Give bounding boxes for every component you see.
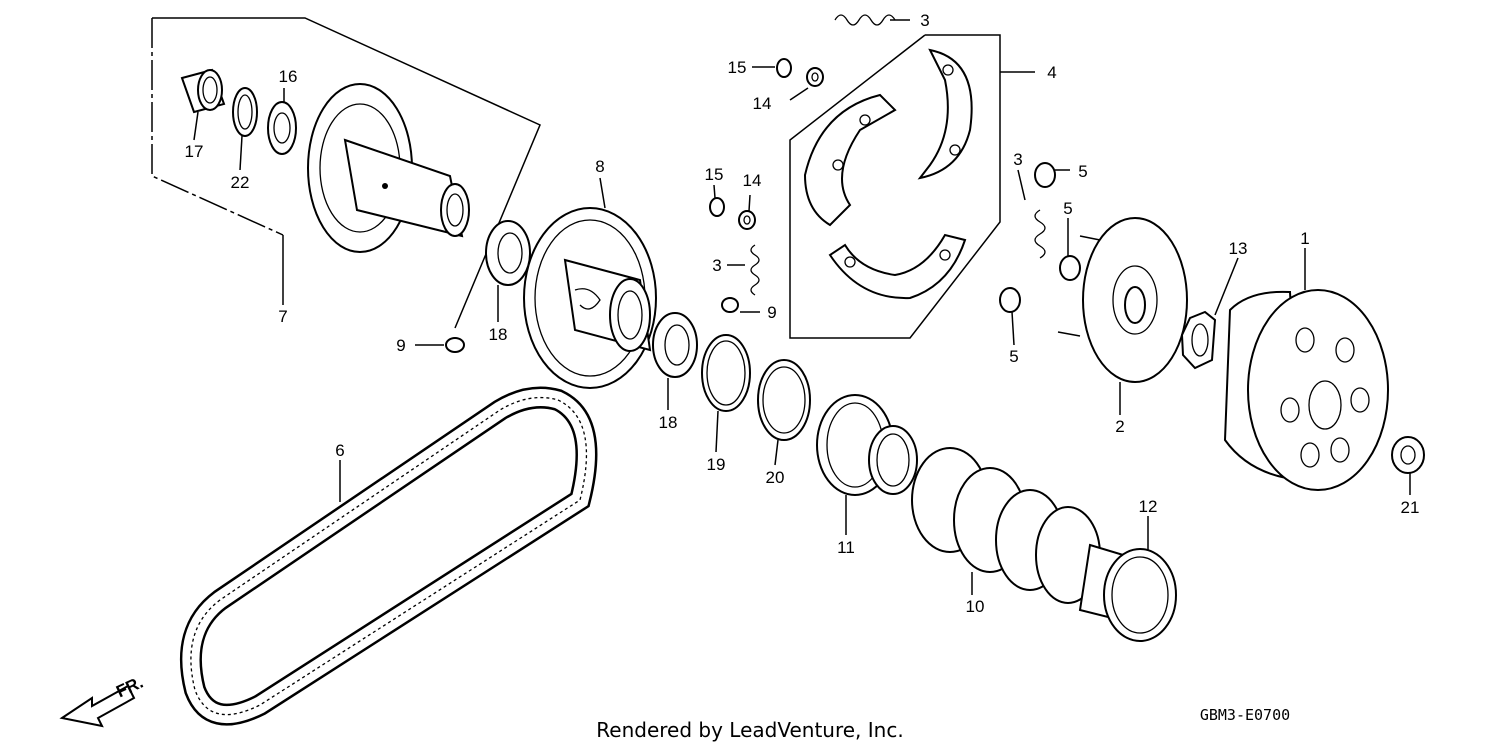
- clip-15-middle: [709, 184, 725, 217]
- callout-3-top: 3: [920, 11, 929, 30]
- spring-seat-12: [1078, 516, 1177, 642]
- front-arrow-label: FR.: [113, 673, 146, 702]
- callout-9-upper: 9: [767, 303, 776, 322]
- callout-2: 2: [1115, 417, 1124, 436]
- callout-17: 17: [185, 142, 204, 161]
- render-credit: Rendered by LeadVenture, Inc.: [596, 718, 904, 742]
- callout-20: 20: [766, 468, 785, 487]
- driven-face-7: [307, 83, 470, 253]
- callout-3-middle: 3: [712, 256, 721, 275]
- callout-19: 19: [707, 455, 726, 474]
- diagram-code: GBM3-E0700: [1199, 706, 1291, 724]
- clutch-shoe-bottom: [828, 233, 967, 300]
- drive-plate-2: [1057, 217, 1188, 415]
- callout-8: 8: [595, 157, 604, 176]
- nut-13: [1180, 257, 1239, 370]
- callout-9-lower: 9: [396, 336, 405, 355]
- spring-3-middle: [727, 244, 760, 296]
- assembly-bracket-4: [789, 34, 1035, 339]
- drive-belt-6: [179, 386, 598, 726]
- callout-18-lower: 18: [659, 413, 678, 432]
- callout-16: 16: [279, 67, 298, 86]
- circlip-22: [232, 87, 258, 171]
- callout-3-right: 3: [1013, 150, 1022, 169]
- callout-5-bottom: 5: [1009, 347, 1018, 366]
- callout-18-upper: 18: [489, 325, 508, 344]
- seal-collar-11: [816, 394, 918, 535]
- callout-5-top: 5: [1078, 162, 1087, 181]
- o-ring-19: [701, 334, 751, 453]
- clutch-shoe-top: [917, 48, 973, 180]
- bearing-16: [267, 88, 297, 155]
- callout-12: 12: [1139, 497, 1158, 516]
- callout-15-middle: 15: [705, 165, 724, 184]
- callout-14-middle: 14: [743, 171, 762, 190]
- callout-14-top: 14: [753, 94, 772, 113]
- callout-5-middle: 5: [1063, 199, 1072, 218]
- collar-5-middle: [1059, 218, 1081, 281]
- driven-face-spring-10: [911, 447, 1101, 604]
- pin-9-upper: [721, 297, 760, 313]
- callout-6: 6: [335, 441, 344, 460]
- clutch-outer-1: [1223, 248, 1389, 491]
- nut-21: [1391, 436, 1425, 495]
- oil-seal-18-lower: [652, 312, 698, 410]
- callout-21: 21: [1401, 498, 1420, 517]
- washer-14-middle: [738, 194, 756, 230]
- callout-1: 1: [1300, 229, 1309, 248]
- spring-3-right: [1017, 169, 1046, 259]
- pin-9-lower: [415, 337, 465, 353]
- spring-3-top: [834, 14, 910, 26]
- collar-5-bottom: [999, 287, 1021, 346]
- oil-seal-18-upper: [485, 220, 531, 322]
- seal-ring-20: [757, 359, 811, 466]
- callout-22: 22: [231, 173, 250, 192]
- clutch-shoe-left: [803, 93, 897, 227]
- washer-14-top: [789, 67, 824, 101]
- driven-pulley-8: [523, 177, 657, 389]
- callout-4: 4: [1047, 63, 1056, 82]
- needle-bearing-17: [180, 68, 226, 141]
- callout-13: 13: [1229, 239, 1248, 258]
- clip-15-top: [752, 58, 792, 78]
- callout-15-top: 15: [728, 58, 747, 77]
- callout-10: 10: [966, 597, 985, 616]
- collar-5-top: [1034, 162, 1070, 188]
- callout-labels: 1 2 3 3 3 4 5 5 5 6 7 8 9 9 10 11 12 13 …: [185, 11, 1420, 616]
- callout-7: 7: [278, 307, 287, 326]
- callout-11: 11: [837, 538, 855, 557]
- front-direction-arrow: FR.: [59, 673, 146, 728]
